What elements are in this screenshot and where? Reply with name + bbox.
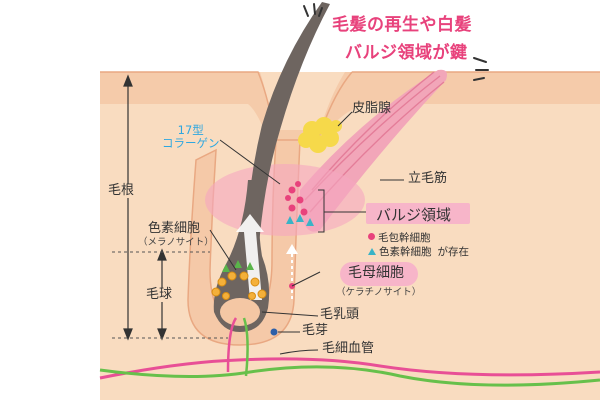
legend-exist-text: が存在 <box>437 246 470 258</box>
label-hair-germ: 毛芽 <box>302 323 329 338</box>
label-bulge-region: バルジ領域 <box>376 206 452 224</box>
leader-lines <box>209 111 404 355</box>
sebaceous-gland <box>298 117 342 153</box>
label-hair-root: 毛根 <box>108 183 135 199</box>
hair-root-bracket <box>123 74 167 341</box>
label-matrix-sub: （ケラチノサイト） <box>336 287 422 298</box>
label-matrix-cell: 毛母細胞 <box>348 265 404 281</box>
legend-pigment-stem-text: 色素幹細胞 <box>379 246 432 258</box>
bulge-region-highlight <box>205 164 365 236</box>
label-sebaceous-gland: 皮脂腺 <box>352 101 392 116</box>
dermal-papilla <box>220 298 260 326</box>
hair-germ-cell <box>270 328 278 336</box>
bulge-label-box <box>366 203 470 224</box>
label-melanocyte-sub: （メラノサイト） <box>138 237 214 248</box>
label-hair-bulb: 毛球 <box>146 287 173 303</box>
melanocyte-dots <box>211 271 267 300</box>
capillary-green <box>99 365 600 387</box>
capillary-into-papilla-pink <box>226 317 238 373</box>
legend-follicle-stem: 毛包幹細胞 <box>368 230 431 245</box>
legend-pigment-stem: 色素幹細胞が存在 <box>368 244 469 259</box>
headline-line-2: バルジ領域が鍵 <box>345 43 468 63</box>
stem-cell-dots <box>285 181 314 226</box>
label-papilla: 毛乳頭 <box>320 307 360 322</box>
headline-line-1: 毛髪の再生や白髪 <box>332 15 472 35</box>
label-collagen: 17型 コラーゲン <box>162 123 220 150</box>
capillary-into-papilla-green <box>242 317 249 377</box>
label-melanocyte: 色素細胞 <box>148 221 201 236</box>
emphasis-marks <box>303 3 489 81</box>
label-capillary: 毛細血管 <box>322 341 375 356</box>
capillary-pink <box>99 357 600 380</box>
germ-arrow-head <box>286 244 298 254</box>
pink-dot-icon <box>368 233 375 240</box>
legend-follicle-stem-text: 毛包幹細胞 <box>378 232 431 244</box>
label-arrector-pili: 立毛筋 <box>408 171 448 186</box>
epidermis <box>100 72 600 140</box>
matrix-label-oval <box>340 262 418 286</box>
blue-triangle-icon <box>368 248 376 255</box>
keratinocyte-markers <box>222 260 254 272</box>
